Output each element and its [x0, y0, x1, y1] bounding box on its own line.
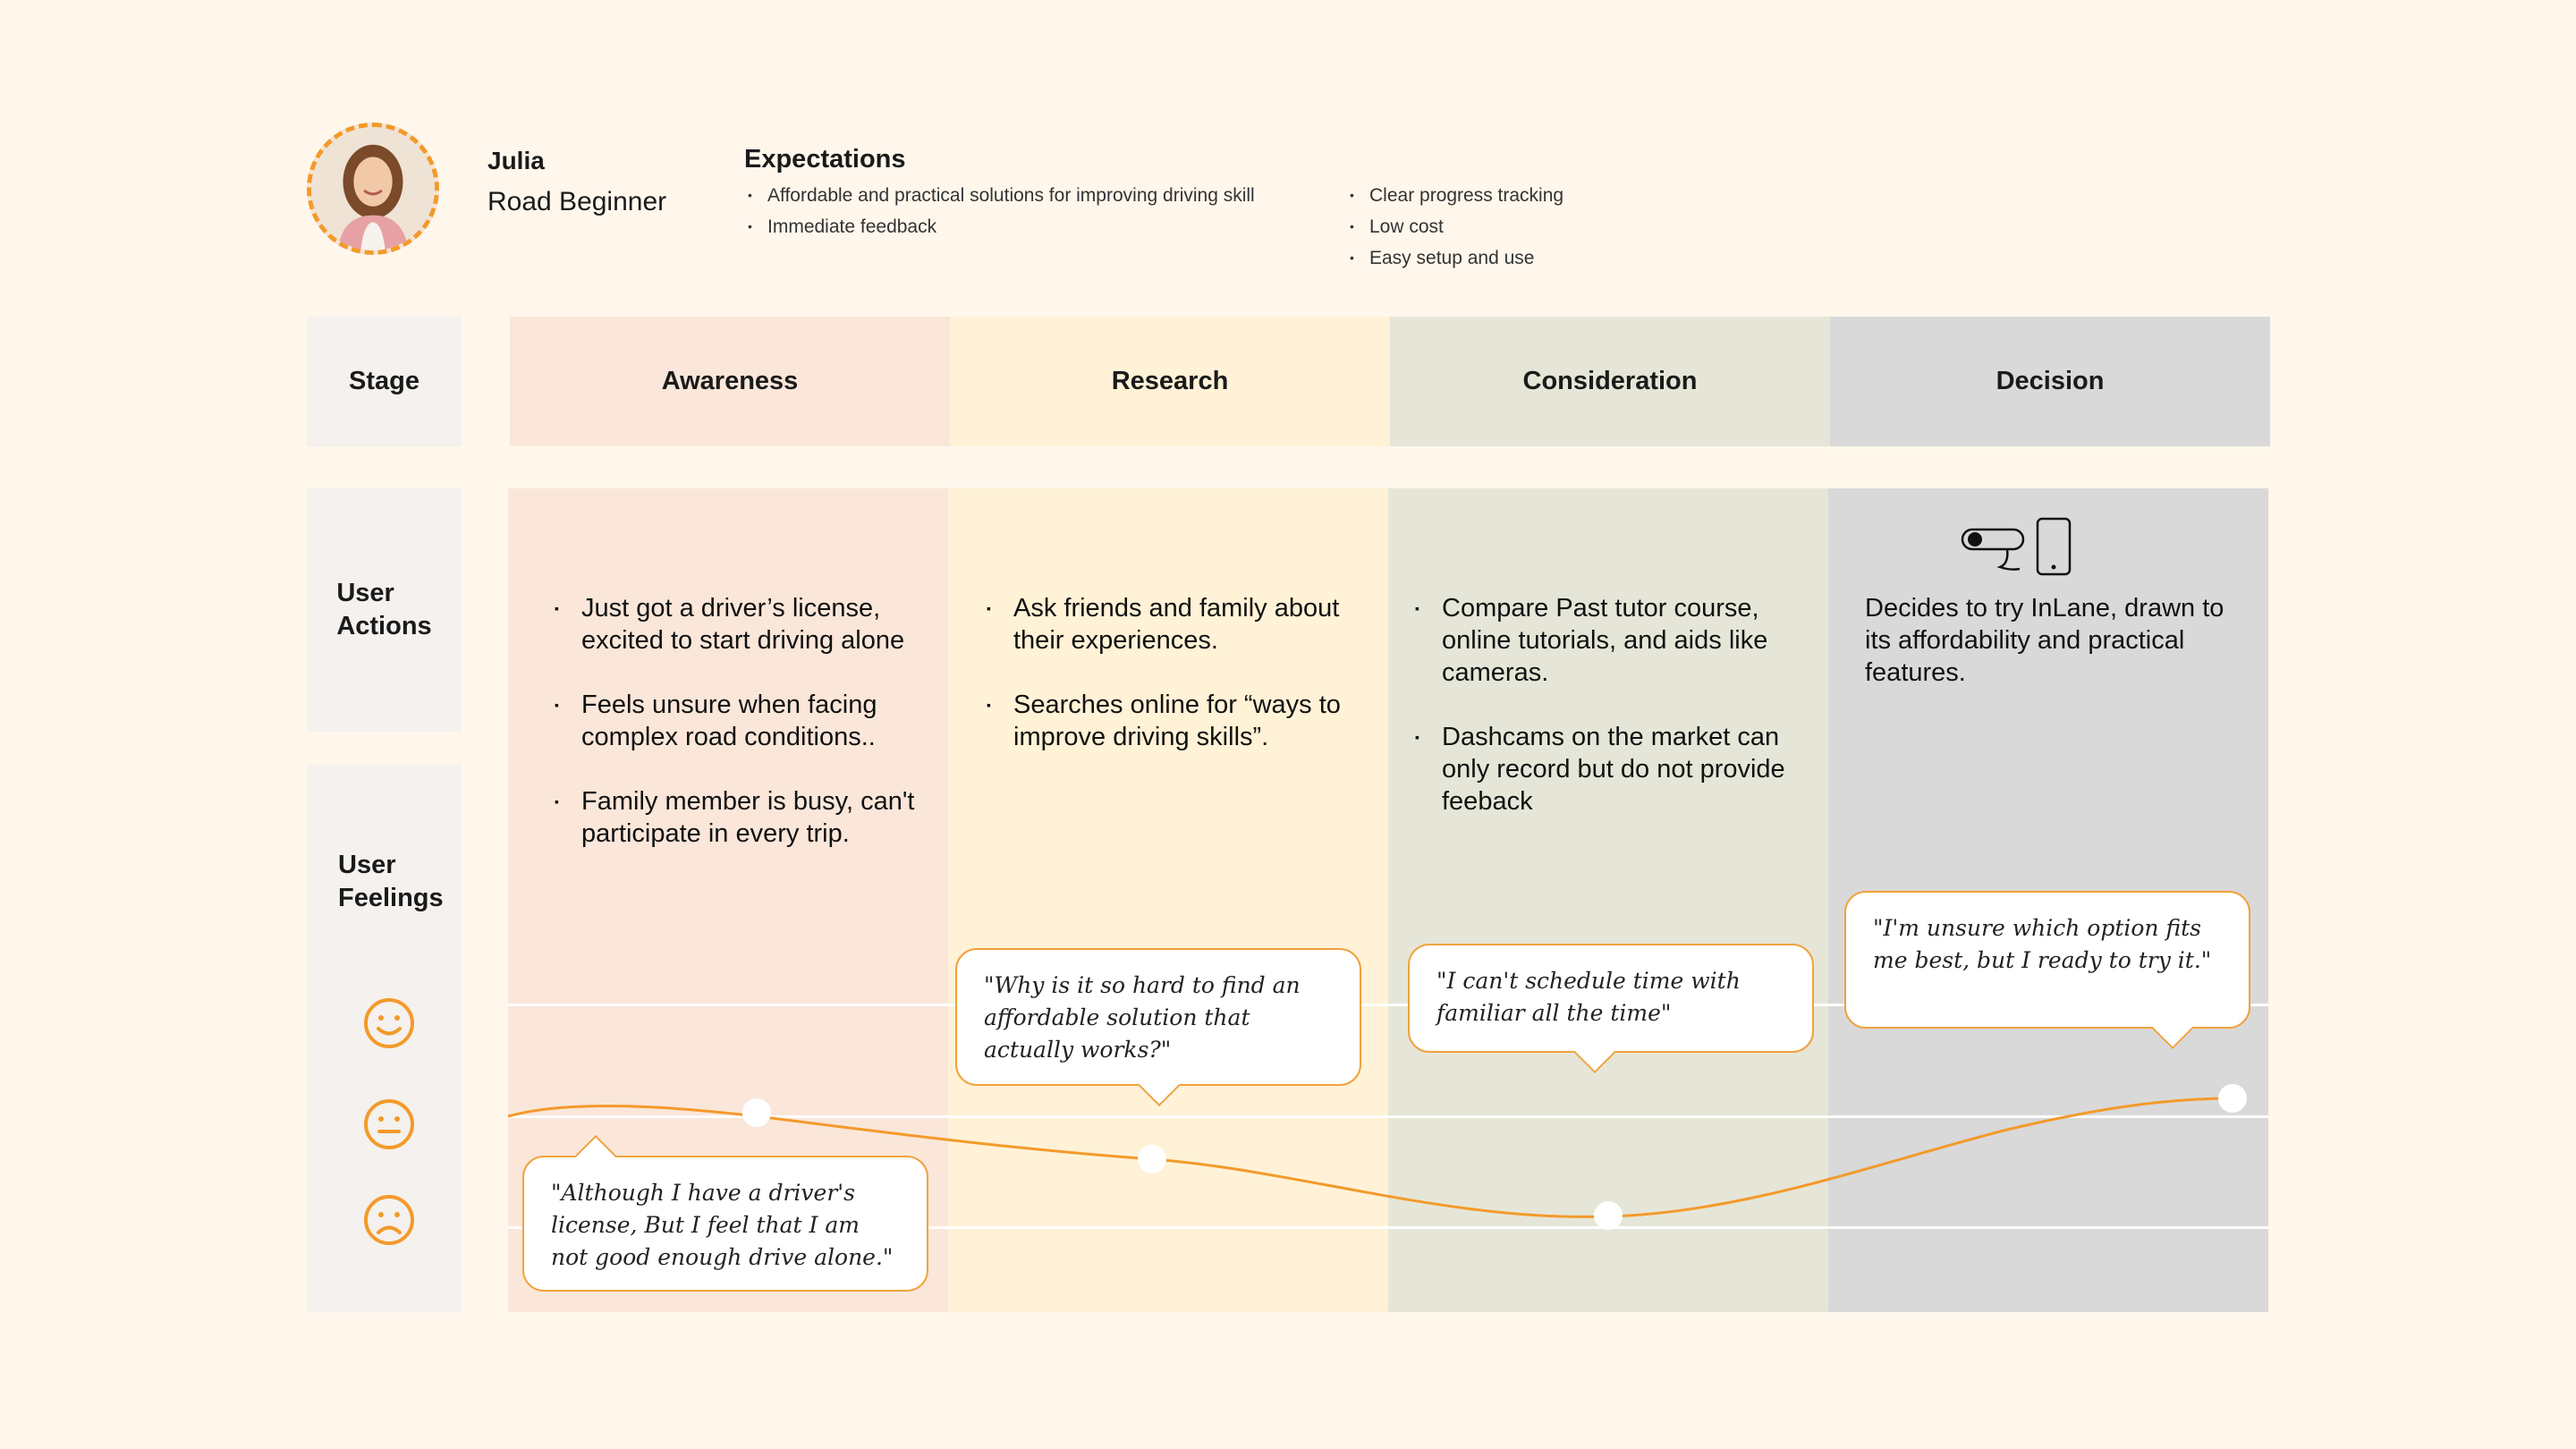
decision-action: Decides to try InLane, drawn to its affo…	[1865, 594, 2224, 687]
stage-research-header: Research	[950, 317, 1390, 446]
action-item: Feels unsure when facing complex road co…	[555, 689, 930, 753]
user-feelings-row-label: User Feelings	[307, 765, 462, 1312]
user-actions-label-line-1: User	[336, 579, 394, 607]
quote-bubble-decision: "I'm unsure which option fits me best, b…	[1844, 891, 2250, 1050]
feeling-gridline-sad	[508, 1226, 2268, 1229]
expectation-item: Immediate feedback	[744, 211, 1255, 242]
user-feelings-label-line-2: Feelings	[338, 884, 444, 912]
expectation-item: Clear progress tracking	[1346, 180, 1563, 211]
user-feelings-label-text: User Feelings	[338, 849, 444, 915]
user-actions-label-line-2: Actions	[336, 612, 432, 640]
persona-avatar	[307, 123, 439, 255]
stage-consideration-header: Consideration	[1390, 317, 1830, 446]
quote-bubble-awareness: "Although I have a driver's license, But…	[522, 1134, 928, 1292]
user-feelings-label-line-1: User	[338, 851, 396, 879]
action-item: Dashcams on the market can only record b…	[1415, 721, 1800, 818]
stage-awareness-header: Awareness	[510, 317, 950, 446]
consideration-actions: Compare Past tutor course, online tutori…	[1415, 592, 1800, 850]
persona-role: Road Beginner	[487, 187, 667, 216]
quote-research-text: "Why is it so hard to find an affordable…	[984, 972, 1301, 1063]
quote-decision-text: "I'm unsure which option fits me best, b…	[1873, 915, 2212, 973]
action-item: Family member is busy, can't participate…	[555, 785, 930, 850]
feeling-gridline-happy	[508, 1004, 2268, 1006]
user-actions-label-text: User Actions	[336, 577, 431, 643]
quote-bubble-research: "Why is it so hard to find an affordable…	[955, 948, 1361, 1107]
action-item: Just got a driver’s license, excited to …	[555, 592, 930, 657]
action-item: Compare Past tutor course, online tutori…	[1415, 592, 1800, 689]
expectation-item: Affordable and practical solutions for i…	[744, 180, 1255, 211]
expectations-list-2: Clear progress tracking Low cost Easy se…	[1346, 180, 1563, 274]
quote-bubble-consideration: "I can't schedule time with familiar all…	[1408, 944, 1814, 1074]
dashcam-phone-icon	[1957, 517, 2079, 578]
neutral-face-icon	[362, 1097, 416, 1151]
action-item: Ask friends and family about their exper…	[987, 592, 1362, 657]
sad-face-icon	[362, 1193, 416, 1247]
expectation-item: Easy setup and use	[1346, 242, 1563, 274]
persona-photo	[311, 127, 435, 250]
action-item: Searches online for “ways to improve dri…	[987, 689, 1362, 753]
stage-decision-header: Decision	[1830, 317, 2270, 446]
expectations-title: Expectations	[744, 145, 906, 174]
research-actions: Ask friends and family about their exper…	[987, 592, 1362, 785]
quote-consideration-text: "I can't schedule time with familiar all…	[1436, 968, 1741, 1026]
feeling-gridline-neutral	[508, 1115, 2268, 1118]
awareness-actions: Just got a driver’s license, excited to …	[555, 592, 930, 882]
happy-face-icon	[362, 996, 416, 1050]
expectation-item: Low cost	[1346, 211, 1563, 242]
persona-name: Julia	[487, 147, 545, 174]
stage-row-label: Stage	[307, 317, 462, 446]
expectations-list-1: Affordable and practical solutions for i…	[744, 180, 1255, 242]
quote-awareness-text: "Although I have a driver's license, But…	[551, 1180, 894, 1270]
stage-label-text: Stage	[349, 367, 419, 395]
user-actions-row-label: User Actions	[307, 488, 462, 732]
